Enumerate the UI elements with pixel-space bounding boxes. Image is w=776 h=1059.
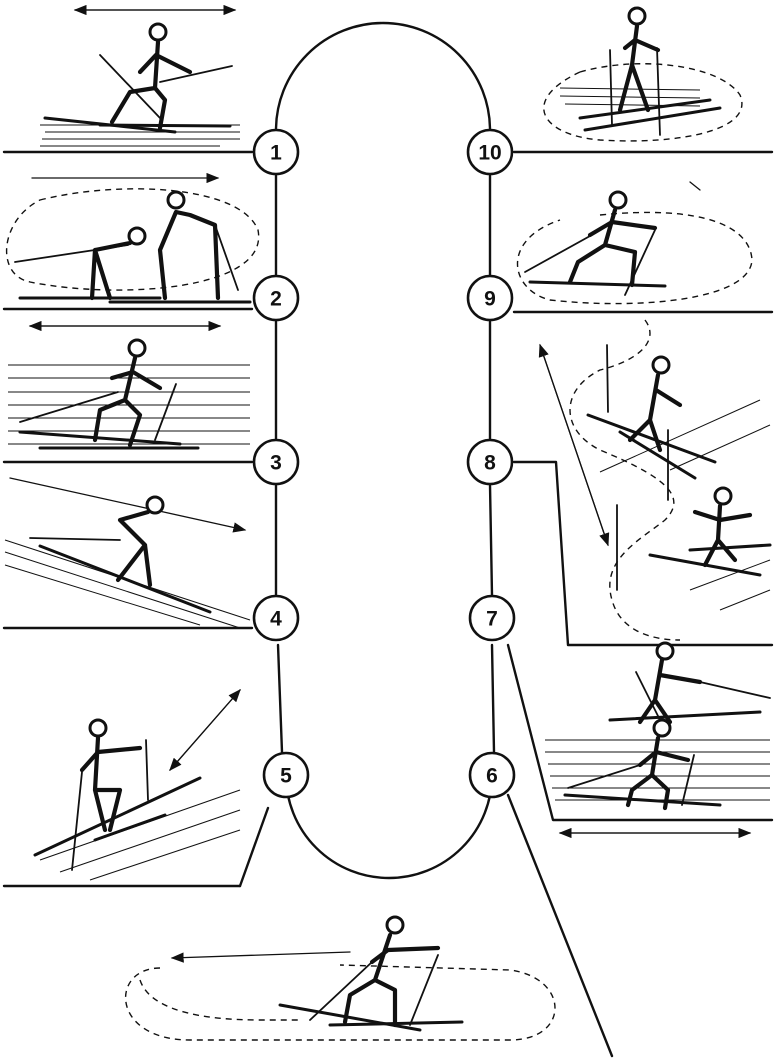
station-7: 7	[468, 594, 516, 642]
panel-8-illustration	[538, 319, 772, 641]
station-3: 3	[252, 438, 300, 486]
station-2-label: 2	[270, 288, 282, 311]
panel-10-illustration	[543, 6, 743, 142]
station-9-label: 9	[484, 288, 496, 311]
station-10-label: 10	[478, 142, 501, 165]
panel-3-illustration	[8, 338, 250, 450]
station-3-label: 3	[270, 452, 282, 475]
station-8-label: 8	[484, 452, 496, 475]
station-1: 1	[252, 128, 300, 176]
station-6-label: 6	[486, 765, 498, 788]
station-1-label: 1	[270, 142, 282, 165]
panel-2-illustration	[6, 172, 260, 332]
station-2: 2	[252, 274, 300, 322]
station-8: 8	[466, 438, 514, 486]
central-loop-track	[274, 21, 496, 880]
station-10: 10	[466, 128, 514, 176]
panel-9-illustration	[517, 181, 753, 305]
panel-5-illustration	[33, 689, 241, 881]
station-9: 9	[466, 274, 514, 322]
panel-4-illustration	[4, 477, 251, 629]
station-4-label: 4	[270, 608, 282, 631]
station-4: 4	[252, 594, 300, 642]
station-6: 6	[468, 751, 516, 799]
panel-7-illustration	[545, 641, 771, 839]
panel-1-illustration	[40, 4, 240, 147]
station-7-label: 7	[486, 608, 498, 631]
station-5: 5	[262, 751, 310, 799]
station-5-label: 5	[280, 765, 292, 788]
panel-6-illustration	[125, 915, 556, 1041]
